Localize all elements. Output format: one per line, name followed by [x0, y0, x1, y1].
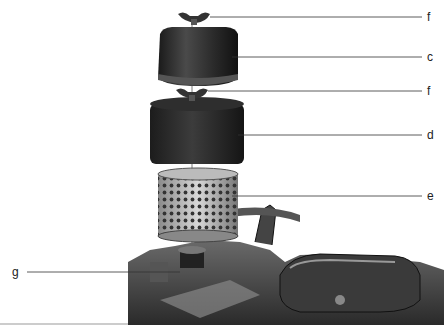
foam-element: [150, 97, 244, 164]
filter-cover: [158, 27, 238, 86]
callout-letter: e: [427, 189, 434, 203]
filter-element: [158, 168, 238, 242]
callout-letter: c: [427, 50, 433, 64]
callout-letter: d: [427, 128, 434, 142]
wing-nut: [178, 12, 210, 25]
callout-letter: g: [12, 265, 19, 279]
callout-letter: f: [427, 84, 430, 98]
wing-nut: [176, 88, 208, 101]
leader-lines: [27, 17, 422, 272]
callout-letter: f: [427, 10, 430, 24]
